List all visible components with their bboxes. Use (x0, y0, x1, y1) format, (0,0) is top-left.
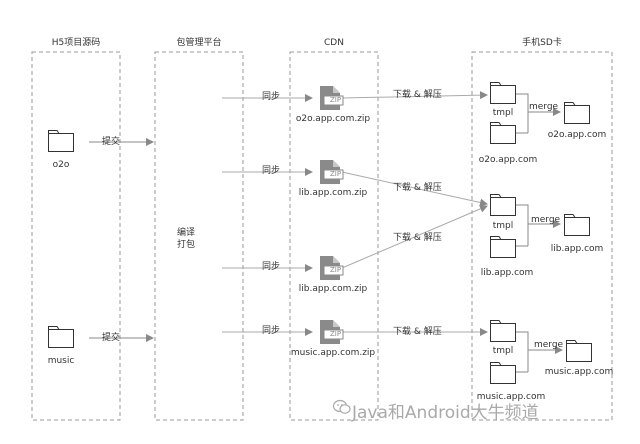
folder-icon (490, 122, 516, 144)
source-label-o2o: o2o (52, 160, 70, 170)
cdn-column (289, 51, 379, 421)
column-title-sdcard: 手机SD卡 (522, 38, 562, 48)
download-unzip-label: 下载 & 解压 (393, 233, 442, 243)
folder-icon (490, 362, 516, 384)
cdn-file-label: lib.app.com.zip (298, 188, 368, 198)
folder-icon (490, 236, 516, 258)
merge-arrow-2 (516, 204, 561, 228)
tmpl-label: tmpl (492, 108, 514, 118)
column-title-platform: 包管理平台 (176, 38, 222, 48)
platform-action-compile: 编译 (176, 228, 196, 238)
download-arrow-3 (341, 205, 488, 269)
platform-action-package: 打包 (176, 240, 196, 250)
submit-label: 提交 (102, 137, 121, 147)
folder-icon (564, 102, 590, 124)
folder-icon (564, 214, 590, 236)
zip-label: ZIP (330, 266, 341, 274)
sync-label: 同步 (262, 92, 281, 102)
watermark-text: Java和Android大牛频道 (352, 403, 539, 423)
tmpl-label: tmpl (492, 346, 514, 356)
sd-folder-label: o2o.app.com (478, 155, 538, 165)
download-unzip-label: 下载 & 解压 (393, 90, 442, 100)
column-title-cdn: CDN (324, 38, 344, 48)
zip-label: ZIP (330, 170, 341, 178)
platform-column (154, 51, 244, 421)
column-title-source: H5项目源码 (51, 38, 101, 48)
merge-label: merge (534, 340, 564, 350)
source-column (31, 51, 121, 421)
download-arrow-1 (341, 91, 488, 100)
sync-label: 同步 (262, 326, 281, 336)
folder-icon (48, 326, 74, 348)
cdn-file-label: music.app.com.zip (290, 348, 376, 358)
merge-label: merge (531, 215, 561, 225)
source-label-music: music (47, 356, 75, 366)
folder-icon (566, 340, 592, 362)
wechat-icon (333, 399, 351, 414)
tmpl-label: tmpl (492, 221, 514, 231)
folder-icon (490, 320, 516, 342)
merged-folder-label: music.app.com (544, 367, 614, 377)
download-unzip-label: 下载 & 解压 (393, 327, 442, 337)
sd-folder-label: lib.app.com (480, 268, 534, 278)
sd-folder-label: music.app.com (476, 392, 546, 402)
cdn-file-label: lib.app.com.zip (298, 284, 368, 294)
merged-folder-label: o2o.app.com (547, 130, 607, 140)
zip-label: ZIP (330, 96, 341, 104)
folder-icon (48, 130, 74, 152)
folder-icon (490, 82, 516, 104)
sync-label: 同步 (262, 262, 281, 272)
sync-label: 同步 (262, 166, 281, 176)
merged-folder-label: lib.app.com (550, 244, 604, 254)
download-arrow-2 (341, 171, 488, 207)
merge-arrow-3 (516, 331, 563, 354)
merge-label: merge (529, 102, 559, 112)
submit-label: 提交 (102, 333, 121, 343)
zip-label: ZIP (330, 330, 341, 338)
download-unzip-label: 下载 & 解压 (393, 183, 442, 193)
merge-arrow-1 (516, 93, 561, 116)
folder-icon (490, 194, 516, 216)
sdcard-column (471, 51, 613, 421)
cdn-file-label: o2o.app.com.zip (295, 114, 371, 124)
